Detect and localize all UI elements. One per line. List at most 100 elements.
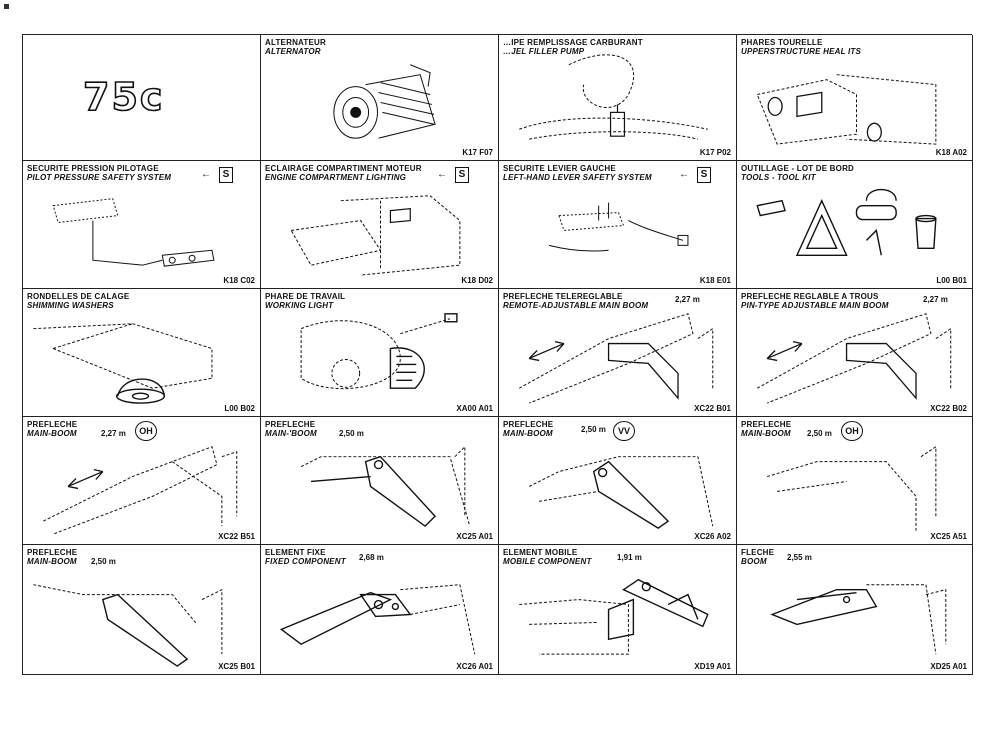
part-code: XC26 A02 [694,532,731,541]
oh-badge-icon: OH [135,421,157,441]
part-title: PREFLECHE [265,420,316,429]
main-boom-illustration [300,445,471,528]
boom-length: 2,50 m [807,429,832,438]
part-cell-pilot-pressure-safety[interactable]: SECURITE PRESSION PILOTAGE PILOT PRESSUR… [23,161,261,289]
mobile-component-illustration [519,578,709,655]
part-subtitle: WORKING LIGHT [265,301,334,310]
boom-length: 2,50 m [581,425,606,434]
part-title: ELEMENT MOBILE [503,548,578,557]
part-title: SECURITE PRESSION PILOTAGE [27,164,159,173]
part-code: K17 F07 [462,148,493,157]
part-cell-fuel-pump[interactable]: …IPE REMPLISSAGE CARBURANT …JEL FILLER P… [499,35,737,161]
part-code: K18 D02 [461,276,493,285]
part-subtitle: MAIN-BOOM [27,557,77,566]
part-code: K17 P02 [699,148,731,157]
s-badge-icon: S [219,167,233,183]
oh-badge-icon: OH [841,421,863,441]
part-subtitle: MOBILE COMPONENT [503,557,592,566]
arrow-icon: ← [437,169,447,180]
alternator-illustration [333,64,436,139]
part-code: K18 C02 [223,276,255,285]
part-title: PREFLECHE REGLABLE A TROUS [741,292,879,301]
part-title: PHARES TOURELLE [741,38,823,47]
boom-length: 2,27 m [101,429,126,438]
part-title: PREFLECHE [741,420,792,429]
part-cell-main-boom-250-b01[interactable]: PREFLECHE MAIN-BOOM 2,50 m XC25 B01 [23,545,261,675]
part-subtitle: MAIN-BOOM [741,429,791,438]
part-subtitle: TOOLS - TOOL KIT [741,173,816,182]
vv-badge-icon: VV [613,421,635,441]
part-subtitle: SHIMMING WASHERS [27,301,114,310]
part-cell-working-light[interactable]: PHARE DE TRAVAIL WORKING LIGHT XA00 A01 [261,289,499,417]
part-code: XC25 B01 [218,662,255,671]
part-cell-remote-adjustable-boom[interactable]: PREFLECHE TELEREGLABLE REMOTE-ADJUSTABLE… [499,289,737,417]
part-code: K18 E01 [699,276,731,285]
part-subtitle: ALTERNATOR [265,47,321,56]
part-subtitle: …JEL FILLER PUMP [503,47,585,56]
part-code: XC25 A01 [456,532,493,541]
part-code: XD25 A01 [930,662,967,671]
part-subtitle: PILOT PRESSURE SAFETY SYSTEM [27,173,172,182]
parts-index-sheet: 75c ALTERNATEUR ALTERNATOR K17 F07 …IPE … [22,34,973,675]
part-title: ECLAIRAGE COMPARTIMENT MOTEUR [265,164,422,173]
part-cell-main-boom-oh-250[interactable]: PREFLECHE MAIN-BOOM 2,50 m OH XC25 A51 [737,417,973,545]
s-badge-icon: S [455,167,469,183]
part-subtitle: LEFT-HAND LEVER SAFETY SYSTEM [503,173,652,182]
boom-length: 1,91 m [617,553,642,562]
part-title: FLECHE [741,548,775,557]
part-cell-left-lever-safety[interactable]: SECURITE LEVIER GAUCHE LEFT-HAND LEVER S… [499,161,737,289]
part-cell-engine-lighting[interactable]: ECLAIRAGE COMPARTIMENT MOTEUR ENGINE COM… [261,161,499,289]
main-boom-illustration [767,445,937,532]
pin-boom-illustration [757,313,952,404]
part-code: XC26 A01 [456,662,493,671]
part-cell-main-boom-250[interactable]: PREFLECHE MAIN-'BOOM 2,50 m XC25 A01 [261,417,499,545]
fixed-component-illustration [279,584,476,655]
part-title: PREFLECHE [27,420,78,429]
shimming-washers-illustration [33,323,213,404]
part-subtitle: PIN-TYPE ADJUSTABLE MAIN BOOM [741,301,889,310]
boom-length: 2,50 m [91,557,116,566]
part-code: XD19 A01 [694,662,731,671]
part-cell-main-boom-vv[interactable]: PREFLECHE MAIN-BOOM 2,50 m VV XC26 A02 [499,417,737,545]
part-code: K18 A02 [935,148,967,157]
parts-grid: 75c ALTERNATEUR ALTERNATOR K17 F07 …IPE … [22,34,973,675]
boom-length: 2,50 m [339,429,364,438]
tool-kit-illustration [756,188,937,256]
part-subtitle: FIXED COMPONENT [265,557,346,566]
boom-length: 2,68 m [359,553,384,562]
part-code: XC22 B01 [694,404,731,413]
s-badge-icon: S [697,167,711,183]
headlights-illustration [756,74,937,145]
part-subtitle: BOOM [741,557,767,566]
lever-safety-illustration [548,202,689,252]
arrow-icon: ← [201,169,211,180]
part-cell-tool-kit[interactable]: OUTILLAGE - LOT DE BORD TOOLS - TOOL KIT… [737,161,973,289]
part-title: ELEMENT FIXE [265,548,326,557]
arrow-icon: ← [679,169,689,180]
logo-cell: 75c [23,35,261,161]
part-code: XC25 A51 [930,532,967,541]
part-cell-fixed-component[interactable]: ELEMENT FIXE FIXED COMPONENT 2,68 m XC26… [261,545,499,675]
part-title: OUTILLAGE - LOT DE BORD [741,164,855,173]
part-subtitle: REMOTE-ADJUSTABLE MAIN BOOM [503,301,649,310]
part-code: L00 B02 [224,404,255,413]
part-cell-shimming-washers[interactable]: RONDELLES DE CALAGE SHIMMING WASHERS L00… [23,289,261,417]
part-title: RONDELLES DE CALAGE [27,292,130,301]
part-cell-main-boom-oh-227[interactable]: PREFLECHE MAIN-BOOM 2,27 m OH XC22 B51 [23,417,261,545]
part-title: PREFLECHE TELEREGLABLE [503,292,623,301]
part-title: …IPE REMPLISSAGE CARBURANT [503,38,643,47]
part-title: PREFLECHE [503,420,554,429]
part-cell-alternator[interactable]: ALTERNATEUR ALTERNATOR K17 F07 [261,35,499,161]
engine-lighting-illustration [290,195,461,276]
part-cell-mobile-component[interactable]: ELEMENT MOBILE MOBILE COMPONENT 1,91 m X… [499,545,737,675]
part-subtitle: MAIN-'BOOM [265,429,317,438]
boom-length: 2,27 m [923,295,948,304]
main-boom-illustration [528,456,714,529]
boom-length: 2,55 m [787,553,812,562]
part-cell-upperstructure-headlights[interactable]: PHARES TOURELLE UPPERSTRUCTURE HEAL ITS … [737,35,973,161]
part-cell-boom[interactable]: FLECHE BOOM 2,55 m XD25 A01 [737,545,973,675]
boom-length: 2,27 m [675,295,700,304]
part-cell-pin-adjustable-boom[interactable]: PREFLECHE REGLABLE A TROUS PIN-TYPE ADJU… [737,289,973,417]
part-code: L00 B01 [936,276,967,285]
part-subtitle: ENGINE COMPARTMENT LIGHTING [265,173,407,182]
